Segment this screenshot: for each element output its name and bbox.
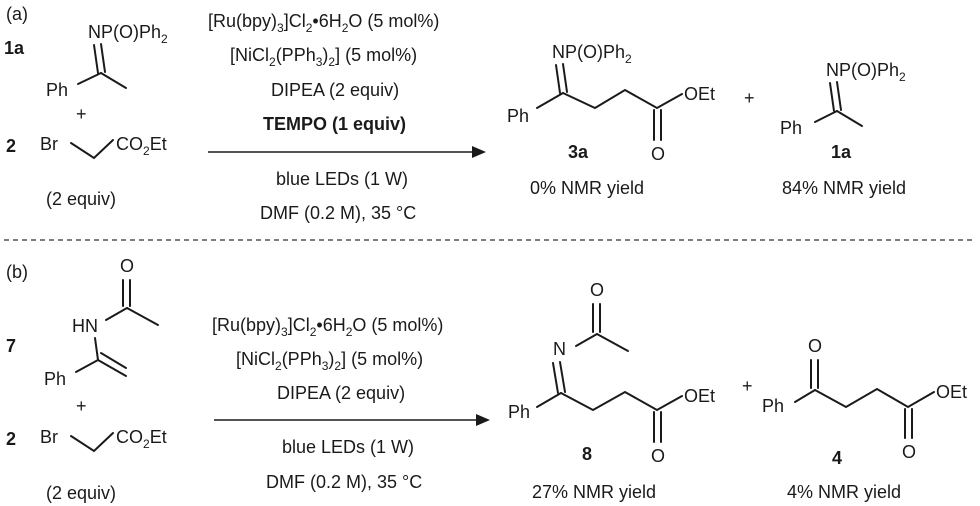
panel-b: (b) 7 O HN Ph + 2 Br CO2Et (2 equiv) <box>6 256 967 503</box>
product-3a-imine-bond-2 <box>555 64 561 94</box>
panel-b-label: (b) <box>6 262 28 282</box>
product-4-ph-bond <box>794 389 816 403</box>
product-3a-imine-bond-1 <box>562 63 568 93</box>
panel-b-plus-products: + <box>742 376 753 396</box>
conditions-b: [Ru(bpy)3]Cl2•6H2O (5 mol%) [NiCl2(PPh3)… <box>212 315 490 492</box>
product-8-imine-bond-1 <box>559 361 566 393</box>
product-3a-oet: OEt <box>684 84 715 104</box>
conditions-a-ni-catalyst: [NiCl2(PPh3)2] (5 mol%) <box>230 45 417 69</box>
reactant-2-b: 2 Br CO2Et (2 equiv) <box>6 427 167 503</box>
product-8-n: N <box>553 339 566 359</box>
product-1a-ph: Ph <box>780 118 802 138</box>
panel-a: (a) 1a NP(O)Ph2 Ph + 2 Br CO2Et (2 equiv… <box>4 4 906 223</box>
conditions-a-tempo: TEMPO (1 equiv) <box>263 114 406 134</box>
reactant-1a: 1a NP(O)Ph2 Ph <box>4 22 168 100</box>
product-3a-ph: Ph <box>507 106 529 126</box>
product-3a-np-group: NP(O)Ph2 <box>552 42 632 66</box>
product-1a-np-group: NP(O)Ph2 <box>826 60 906 84</box>
conditions-b-light: blue LEDs (1 W) <box>282 437 414 457</box>
reactant-7-ph: Ph <box>44 369 66 389</box>
product-8-chain <box>560 390 683 412</box>
conditions-b-ni-catalyst: [NiCl2(PPh3)2] (5 mol%) <box>236 349 423 373</box>
reactant-2-b-amount: (2 equiv) <box>46 483 116 503</box>
product-3a-chain <box>562 88 683 110</box>
panel-a-label: (a) <box>6 4 28 24</box>
conditions-a-solvent: DMF (0.2 M), 35 °C <box>260 203 416 223</box>
reactant-2-a-id: 2 <box>6 136 16 156</box>
product-1a-methyl-bond <box>836 110 863 127</box>
product-8-n-acyl-bond <box>575 333 598 347</box>
reactant-2-b-ester: CO2Et <box>116 427 167 451</box>
product-1a-imine-bond-2 <box>829 82 835 112</box>
product-1a-yield: 84% NMR yield <box>782 178 906 198</box>
product-8-ph-bond <box>536 392 562 408</box>
reactant-7-vinyl-1 <box>97 359 127 377</box>
reactant-7-o: O <box>120 256 134 276</box>
reactant-7-vinyl-2 <box>100 352 127 369</box>
reactant-7-hn: HN <box>72 316 98 336</box>
product-8-methyl-bond <box>596 333 629 352</box>
reactant-2-a-chain <box>70 139 114 160</box>
reactant-1a-imine-bond-2 <box>93 44 99 74</box>
product-3a-o: O <box>651 144 665 164</box>
product-8-oet: OEt <box>684 386 715 406</box>
reactant-7-methyl-bond <box>126 307 159 326</box>
product-1a: NP(O)Ph2 Ph 1a 84% NMR yield <box>780 60 906 198</box>
product-8-id: 8 <box>582 444 592 464</box>
product-3a-id: 3a <box>568 142 589 162</box>
conditions-a-light: blue LEDs (1 W) <box>276 169 408 189</box>
panel-a-plus-products: + <box>744 88 755 108</box>
product-4-ph: Ph <box>762 396 784 416</box>
reactant-1a-methyl-bond <box>100 72 127 89</box>
product-1a-ph-bond <box>814 110 838 123</box>
product-3a-ph-bond <box>536 92 564 109</box>
reactant-7: 7 O HN Ph <box>6 256 159 389</box>
reactant-1a-imine-bond-1 <box>100 43 106 73</box>
product-4: O Ph OEt O 4 4% NMR yield <box>762 336 967 502</box>
product-1a-id: 1a <box>831 142 852 162</box>
product-3a: NP(O)Ph2 Ph OEt O 3a 0% NMR yield <box>507 42 715 198</box>
reactant-7-ph-bond <box>75 359 99 373</box>
product-8-o2: O <box>651 446 665 466</box>
reactant-2-a-ester: CO2Et <box>116 134 167 158</box>
product-4-chain <box>814 387 935 409</box>
product-8-imine-bond-2 <box>552 362 559 394</box>
product-1a-imine-bond-1 <box>836 81 842 111</box>
product-4-oet: OEt <box>936 382 967 402</box>
panel-a-plus: + <box>76 104 87 124</box>
product-8-ph: Ph <box>508 402 530 422</box>
product-4-yield: 4% NMR yield <box>787 482 901 502</box>
product-8-yield: 27% NMR yield <box>532 482 656 502</box>
conditions-b-solvent: DMF (0.2 M), 35 °C <box>266 472 422 492</box>
reactant-2-a-br: Br <box>40 134 58 154</box>
reactant-7-amide-bond <box>105 307 128 321</box>
reactant-1a-id: 1a <box>4 38 25 58</box>
conditions-a: [Ru(bpy)3]Cl2•6H2O (5 mol%) [NiCl2(PPh3)… <box>208 11 486 223</box>
reactant-7-id: 7 <box>6 336 16 356</box>
product-3a-yield: 0% NMR yield <box>530 178 644 198</box>
product-8: O N Ph OEt O 8 27% NMR yield <box>508 280 715 502</box>
panel-b-plus: + <box>76 396 87 416</box>
reactant-1a-ph-bond <box>77 72 102 85</box>
conditions-b-base: DIPEA (2 equiv) <box>277 383 405 403</box>
conditions-a-base: DIPEA (2 equiv) <box>271 80 399 100</box>
reaction-arrow-b-head <box>476 414 490 426</box>
reactant-2-b-br: Br <box>40 427 58 447</box>
reactant-2-a: 2 Br CO2Et (2 equiv) <box>6 134 167 209</box>
reactant-2-b-id: 2 <box>6 429 16 449</box>
reactant-2-b-chain <box>70 432 114 453</box>
product-4-o2: O <box>902 442 916 462</box>
reactant-1a-np-group: NP(O)Ph2 <box>88 22 168 46</box>
reactant-1a-ph: Ph <box>46 80 68 100</box>
conditions-b-ru-catalyst: [Ru(bpy)3]Cl2•6H2O (5 mol%) <box>212 315 443 339</box>
conditions-a-ru-catalyst: [Ru(bpy)3]Cl2•6H2O (5 mol%) <box>208 11 439 35</box>
product-4-o: O <box>808 336 822 356</box>
reaction-arrow-a-head <box>472 146 486 158</box>
reactant-7-n-c-bond <box>94 337 99 361</box>
reactant-2-a-amount: (2 equiv) <box>46 189 116 209</box>
product-8-o: O <box>590 280 604 300</box>
product-4-id: 4 <box>832 448 842 468</box>
